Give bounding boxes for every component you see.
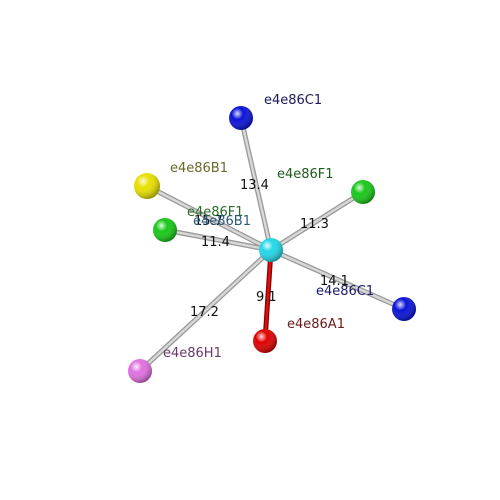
distance-label-n-h1: 17.2	[190, 305, 219, 320]
labels-layer: e4e86C113.4e4e86B115.7e4e86F111.3e4e86F1…	[163, 93, 374, 361]
atom-label-n-f1-right: e4e86F1	[277, 167, 334, 182]
distance-label-n-c1-right: 14.1	[320, 274, 349, 289]
atom-label-n-c1-right: e4e86C1	[316, 284, 374, 299]
bond-n-f1-left	[163, 228, 273, 252]
atom-highlight-n-c1-top	[229, 106, 253, 130]
bonds-layer	[137, 115, 407, 374]
atom-label-n-b1-yellow: e4e86B1	[170, 161, 228, 176]
bond-n-b1-yellow	[145, 184, 273, 252]
atom-label-n-f1-left: e4e86F1	[187, 205, 244, 220]
distance-label-n-a1: 9.1	[256, 290, 277, 305]
bond-n-h1	[138, 248, 273, 373]
atom-highlight-n-a1	[253, 329, 277, 353]
bond-n-a1	[263, 248, 273, 343]
atom-label-n-c1-top: e4e86C1	[264, 93, 322, 108]
distance-label-n-f1-right: 11.3	[300, 217, 329, 232]
distance-label-n-b1-yellow: 15.7	[194, 214, 223, 229]
atom-label-n-b1-inner: e4e86B1	[193, 214, 251, 229]
atoms-layer	[128, 106, 416, 383]
atom-highlight-n-b1-yellow	[134, 173, 160, 199]
distance-label-n-c1-top: 13.4	[240, 178, 269, 193]
atom-highlight-n-f1-right	[351, 180, 375, 204]
atom-highlight-n-c1-right	[392, 297, 416, 321]
atom-highlight-n-f1-left	[153, 218, 177, 242]
atom-highlight-n-h1	[128, 359, 152, 383]
bond-n-c1-top	[239, 116, 273, 252]
atom-label-n-a1: e4e86A1	[287, 317, 345, 332]
bond-n-c1-right	[269, 248, 406, 311]
atom-label-n-h1: e4e86H1	[163, 346, 222, 361]
distance-label-n-f1-left: 11.4	[201, 235, 230, 250]
center-atom-highlight	[259, 238, 283, 262]
bond-n-f1-right	[269, 190, 365, 252]
